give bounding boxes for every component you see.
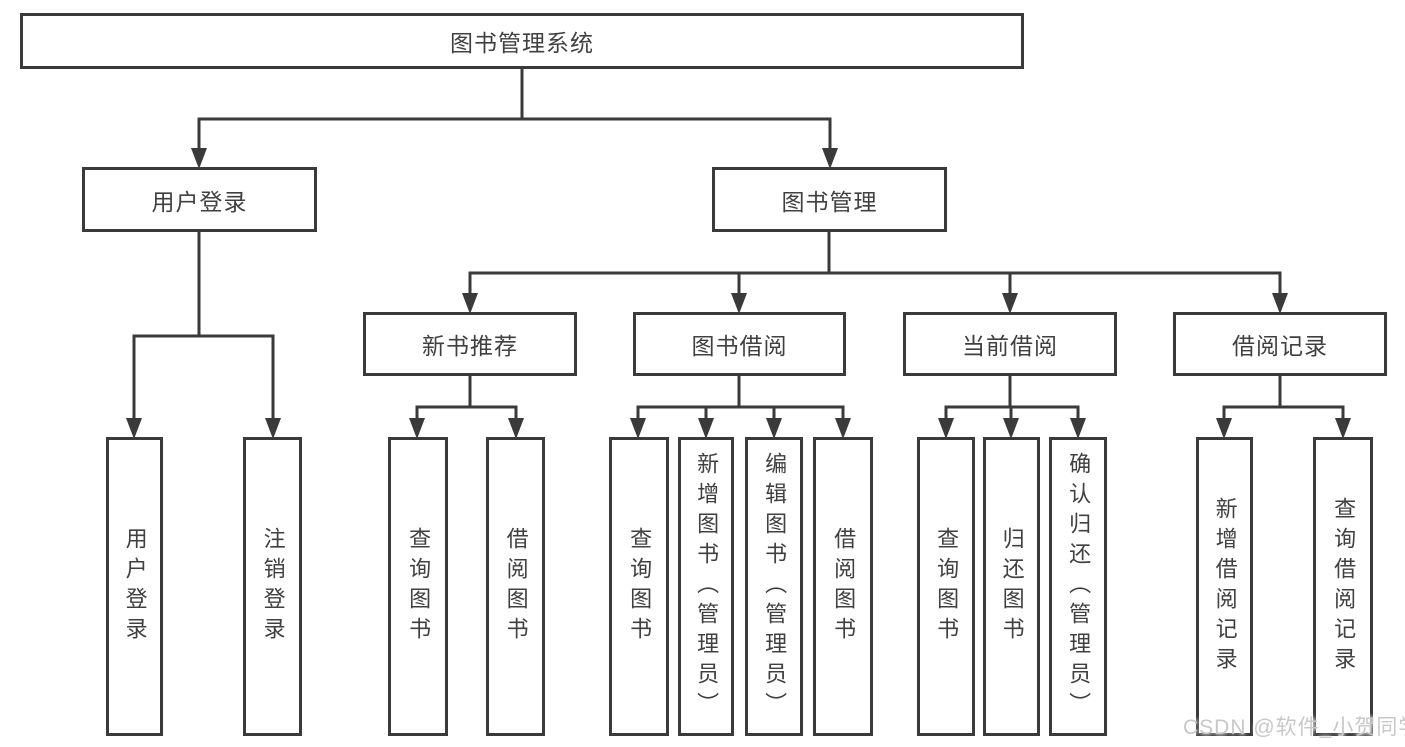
node-leaf-user-login-label: 用户登录 — [122, 526, 148, 647]
node-leaf-query-book-borrow: 查询图书 — [609, 437, 669, 736]
node-new-book-recommend: 新书推荐 — [363, 312, 577, 376]
node-leaf-add-borrow-record-label: 新增借阅记录 — [1212, 496, 1238, 677]
node-leaf-query-book-current-label: 查询图书 — [934, 526, 960, 647]
node-leaf-add-book-admin: 新增图书（管理员） — [678, 437, 734, 736]
node-leaf-query-borrow-record: 查询借阅记录 — [1313, 437, 1373, 736]
node-leaf-borrow-book-recommend: 借阅图书 — [486, 437, 545, 736]
node-leaf-query-borrow-record-label: 查询借阅记录 — [1331, 496, 1357, 677]
node-leaf-borrow-book-recommend-label: 借阅图书 — [503, 526, 529, 647]
node-new-book-recommend-label: 新书推荐 — [422, 333, 518, 359]
node-book-borrow: 图书借阅 — [633, 312, 846, 376]
node-leaf-query-book-borrow-label: 查询图书 — [627, 526, 653, 647]
node-leaf-edit-book-admin: 编辑图书（管理员） — [745, 437, 803, 736]
node-leaf-query-book-current: 查询图书 — [917, 437, 975, 736]
node-user-login-label: 用户登录 — [151, 188, 248, 215]
node-root-label: 图书管理系统 — [450, 30, 594, 56]
node-leaf-borrow-book-borrow-label: 借阅图书 — [831, 526, 857, 647]
node-borrow-records-label: 借阅记录 — [1232, 333, 1328, 359]
node-borrow-records: 借阅记录 — [1173, 312, 1387, 376]
arrowheads — [126, 148, 1351, 439]
node-current-borrow-label: 当前借阅 — [962, 333, 1058, 359]
node-leaf-logout: 注销登录 — [243, 437, 302, 736]
node-leaf-query-book-recommend-label: 查询图书 — [406, 526, 432, 647]
node-leaf-logout-label: 注销登录 — [260, 526, 286, 647]
node-leaf-query-book-recommend: 查询图书 — [388, 437, 448, 736]
watermark: CSDN @软件_小贺同学 — [1183, 716, 1405, 739]
node-leaf-add-book-admin-label: 新增图书（管理员） — [694, 451, 720, 722]
node-book-borrow-label: 图书借阅 — [691, 333, 788, 359]
node-leaf-confirm-return-admin: 确认归还（管理员） — [1049, 437, 1107, 736]
node-root: 图书管理系统 — [20, 13, 1024, 69]
node-leaf-return-book-label: 归还图书 — [999, 526, 1025, 647]
node-book-management: 图书管理 — [712, 167, 947, 232]
node-leaf-edit-book-admin-label: 编辑图书（管理员） — [762, 451, 788, 722]
node-leaf-user-login: 用户登录 — [106, 437, 163, 736]
node-book-management-label: 图书管理 — [781, 188, 878, 215]
node-leaf-add-borrow-record: 新增借阅记录 — [1196, 437, 1253, 736]
node-leaf-return-book: 归还图书 — [983, 437, 1040, 736]
node-user-login: 用户登录 — [82, 167, 317, 232]
node-current-borrow: 当前借阅 — [903, 312, 1117, 376]
node-leaf-borrow-book-borrow: 借阅图书 — [813, 437, 873, 736]
node-leaf-confirm-return-admin-label: 确认归还（管理员） — [1066, 451, 1092, 722]
